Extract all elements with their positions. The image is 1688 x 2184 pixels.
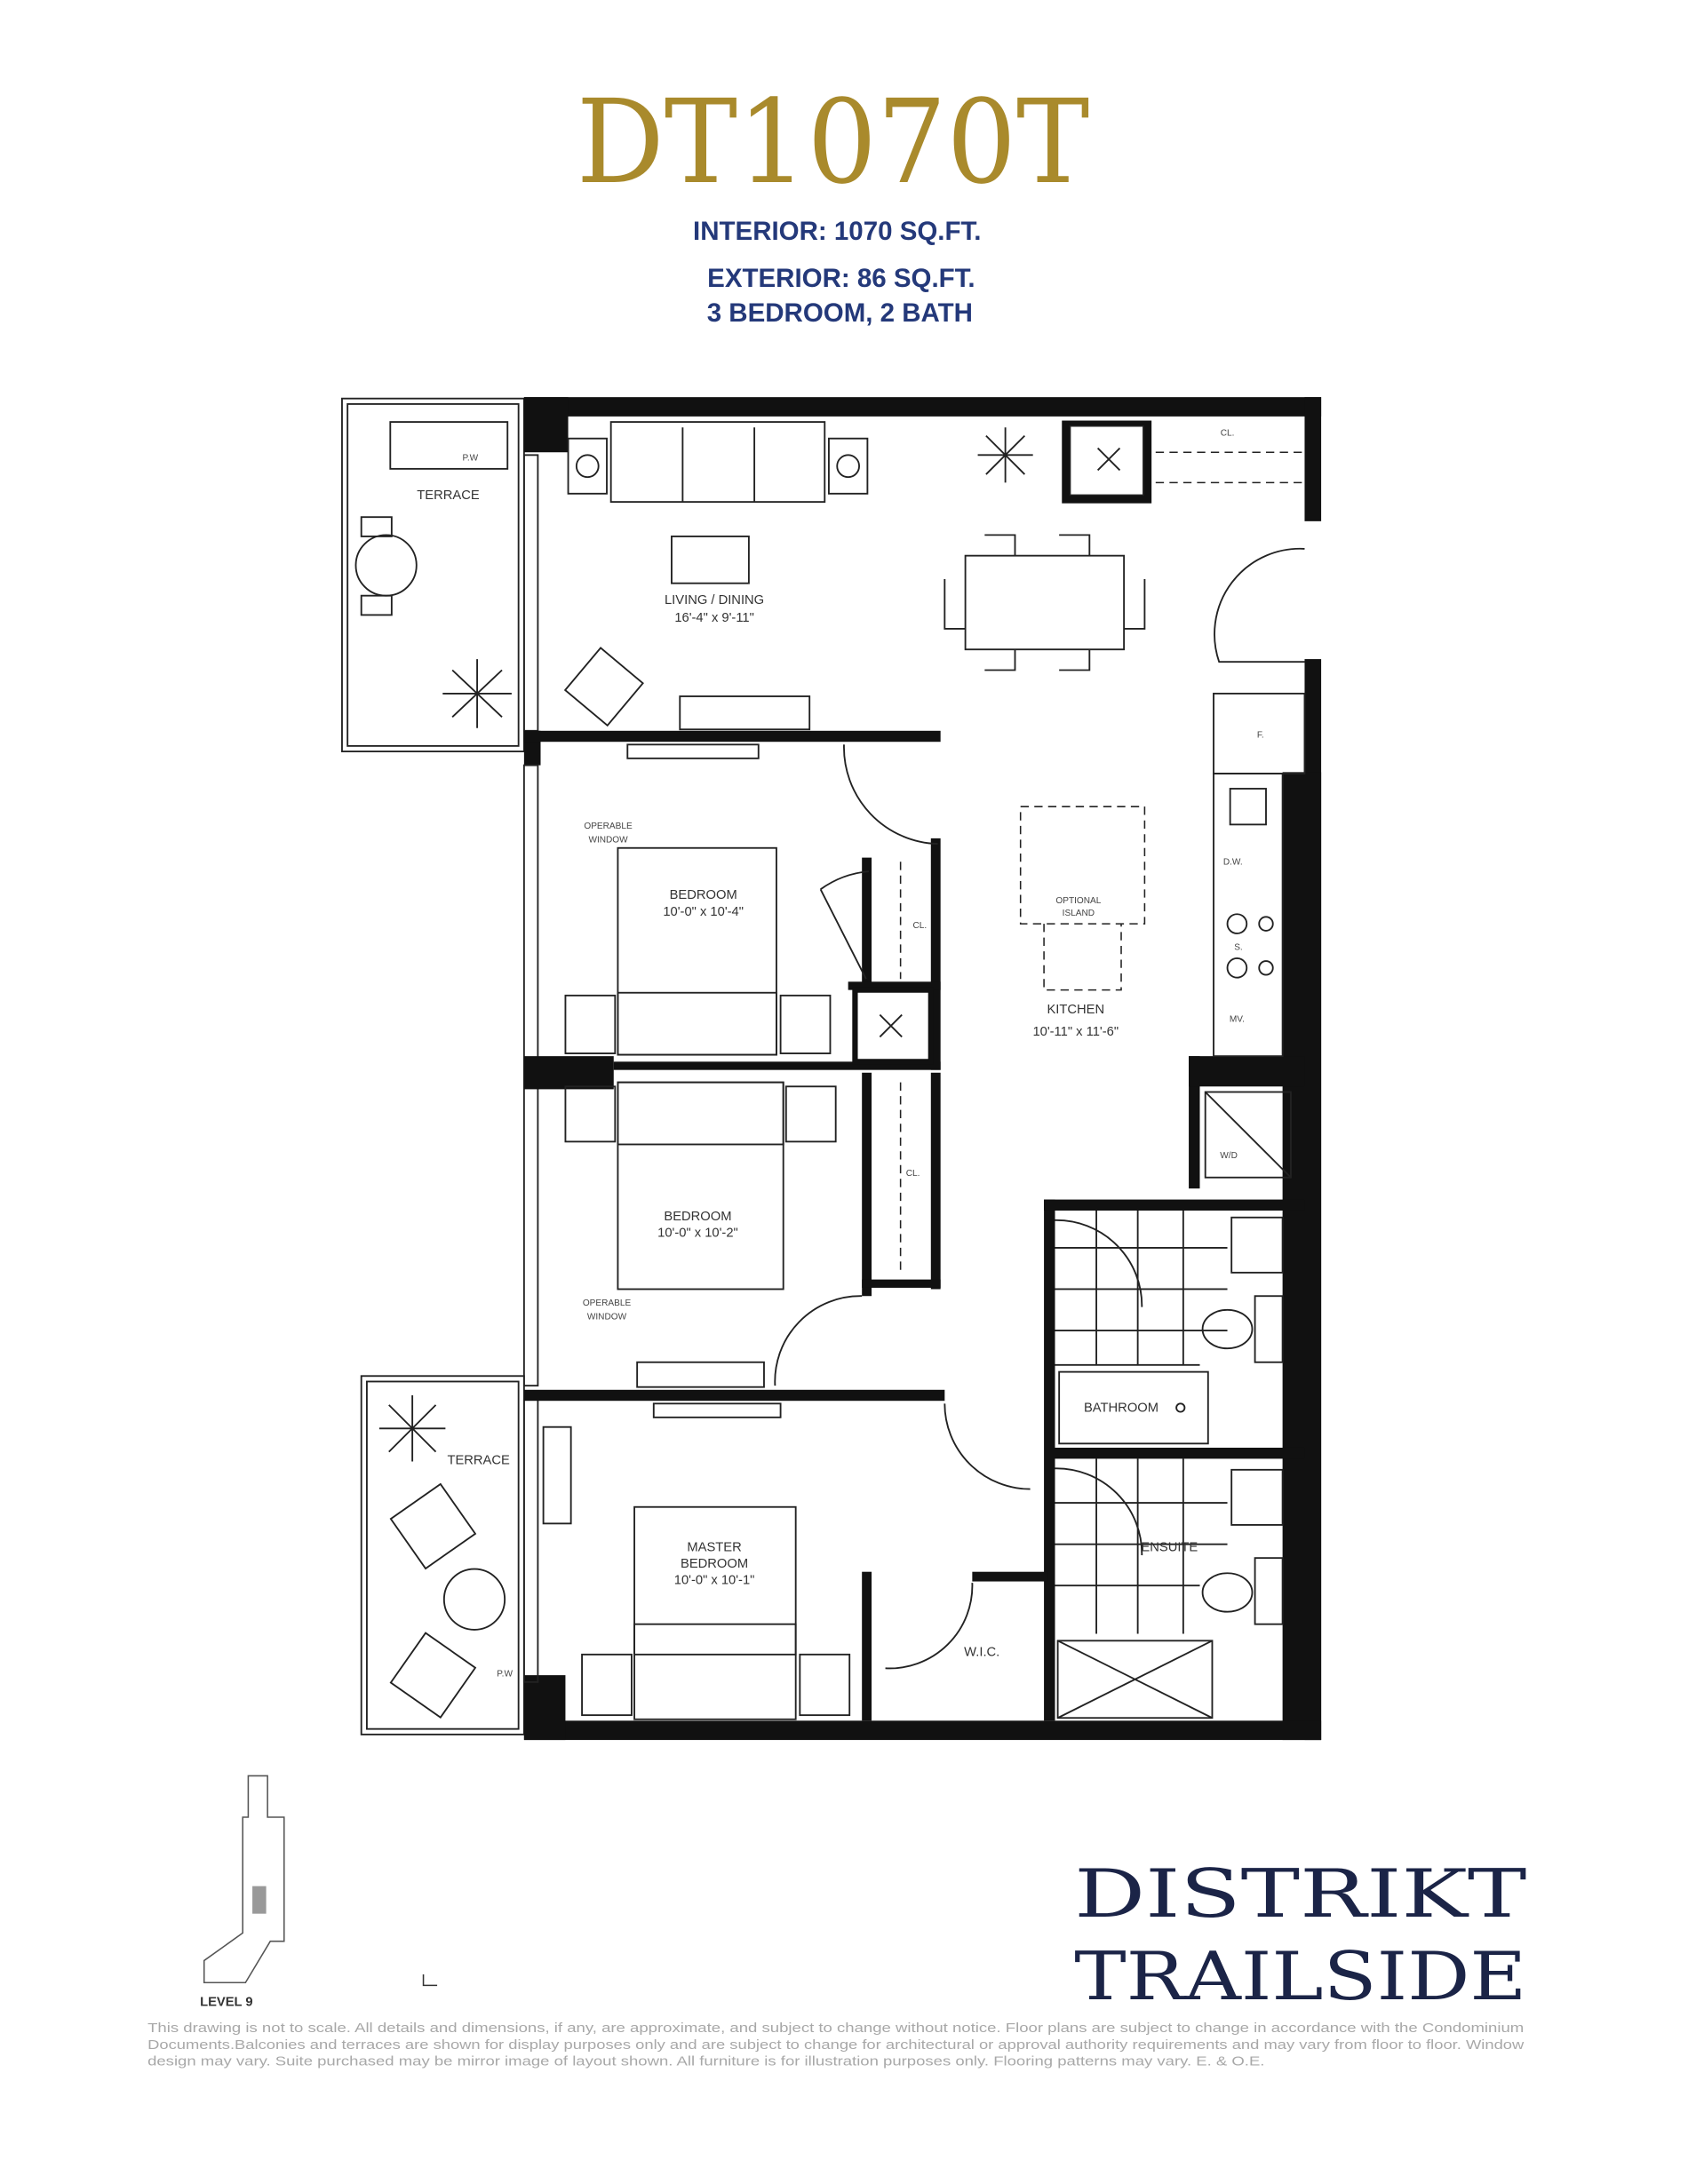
disclaimer-line: design may vary. Suite purchased may be … (147, 2054, 1264, 2069)
master-bedroom: MASTER BEDROOM 10'-0" x 10'-1" W.I.C. (542, 1402, 999, 1720)
exterior-area: EXTERIOR: 86 SQ.FT. (707, 264, 975, 293)
dishwasher-label: D.W. (1223, 857, 1243, 867)
bedroom-label: BEDROOM (664, 1210, 731, 1224)
bedroom-1: BEDROOM 10'-0" x 10'-4" OPERABLE WINDOW … (564, 743, 928, 1056)
washer-dryer-label: W/D (1220, 1151, 1238, 1161)
closet-label: CL. (906, 1169, 920, 1179)
terrace-label: TERRACE (417, 488, 480, 503)
closet-label: CL. (1221, 429, 1235, 439)
island-label: OPTIONAL (1055, 896, 1101, 906)
brand-line-1: DISTRIKT (1074, 1855, 1526, 1933)
interior-area: INTERIOR: 1070 SQ.FT. (693, 217, 981, 246)
doors (774, 547, 1305, 1670)
brand-logo: DISTRIKT TRAILSIDE (1074, 1855, 1526, 2015)
island-label: ISLAND (1063, 909, 1095, 918)
kitchen: OPTIONAL ISLAND KITCHEN 10'-11" x 11'-6"… (1019, 692, 1306, 1179)
living-dining-dimensions: 16'-4" x 9'-11" (674, 611, 754, 625)
master-bedroom-label: BEDROOM (681, 1557, 748, 1571)
disclaimer-line: This drawing is not to scale. All detail… (147, 2021, 1524, 2036)
fridge-label: F. (1257, 731, 1264, 741)
closet-label: CL. (913, 921, 928, 931)
disclaimer-line: Documents.Balconies and terraces are sho… (147, 2038, 1524, 2053)
brand-line-2: TRAILSIDE (1074, 1938, 1526, 2015)
level-label: LEVEL 9 (200, 1996, 253, 2010)
master-bedroom-dimensions: 10'-0" x 10'-1" (674, 1574, 755, 1588)
bathrooms: BATHROOM ENSUITE (1055, 1210, 1284, 1719)
wic-label: W.I.C. (964, 1645, 999, 1659)
master-bedroom-label: MASTER (687, 1540, 741, 1554)
kitchen-label: KITCHEN (1047, 1003, 1104, 1017)
bedroom-2: BEDROOM 10'-0" x 10'-2" OPERABLE WINDOW … (564, 1081, 920, 1388)
terrace-bottom: TERRACE P.W (360, 1375, 525, 1735)
stove-label: S. (1234, 943, 1243, 953)
terrace-top: TERRACE P.W (341, 397, 525, 753)
terrace-label: TERRACE (447, 1454, 510, 1468)
operable-window-label: WINDOW (587, 1313, 627, 1322)
room-summary: 3 BEDROOM, 2 BATH (707, 298, 973, 328)
interior-walls (523, 420, 1305, 1721)
pw-label: P.W (497, 1670, 513, 1680)
pw-label: P.W (462, 454, 478, 464)
bedroom-dimensions: 10'-0" x 10'-4" (663, 905, 744, 919)
living-dining-label: LIVING / DINING (665, 593, 764, 608)
operable-window-label: OPERABLE (583, 1298, 632, 1308)
microwave-label: MV. (1230, 1014, 1245, 1024)
exterior-walls (522, 397, 1322, 1741)
bedroom-dimensions: 10'-0" x 10'-2" (657, 1226, 738, 1240)
keyplan: LEVEL 9 (200, 1775, 438, 2010)
bathroom-label: BATHROOM (1084, 1402, 1159, 1416)
living-furniture: LIVING / DINING 16'-4" x 9'-11" CL. (563, 421, 1302, 731)
operable-window-label: WINDOW (588, 836, 628, 846)
kitchen-dimensions: 10'-11" x 11'-6" (1032, 1025, 1119, 1039)
disclaimer: This drawing is not to scale. All detail… (147, 2021, 1524, 2069)
operable-window-label: OPERABLE (584, 822, 633, 831)
suite-title: DT1070T (577, 75, 1089, 210)
ensuite-label: ENSUITE (1141, 1540, 1198, 1554)
bedroom-label: BEDROOM (670, 888, 737, 902)
